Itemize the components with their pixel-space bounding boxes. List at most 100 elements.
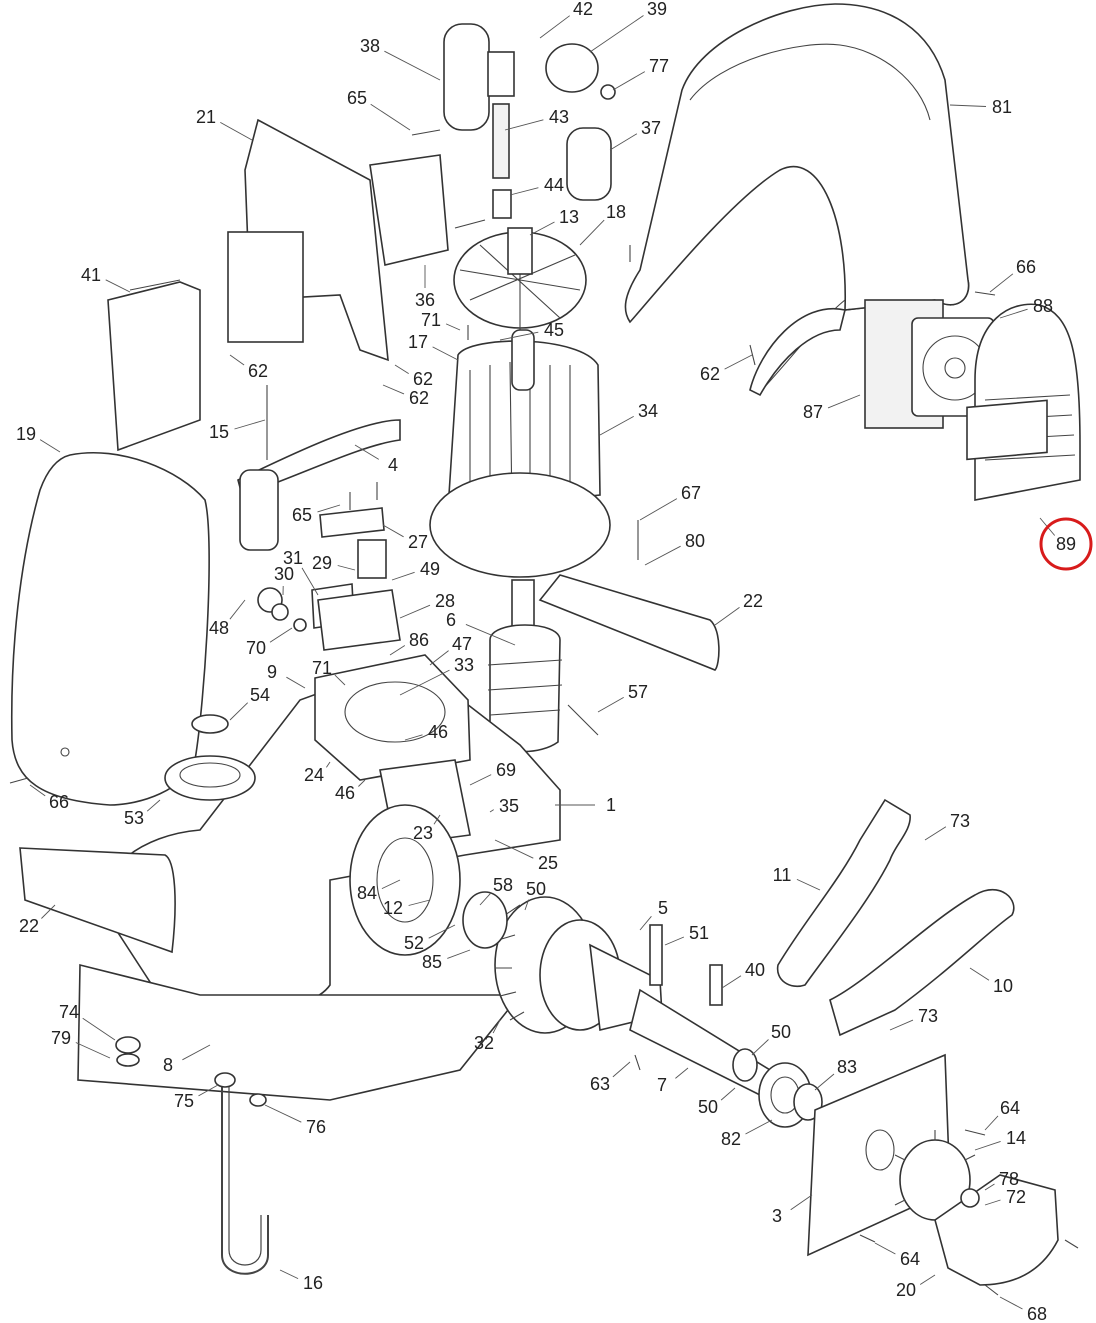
part-label-81: 81 [992,97,1012,117]
part-label-20: 20 [896,1280,916,1300]
leader-line [492,1019,501,1034]
leader-line [429,650,449,666]
leader-line [529,221,555,236]
part-label-7: 7 [657,1075,667,1095]
part-label-84: 84 [357,883,377,903]
part-label-12: 12 [383,898,403,918]
part-label-71: 71 [312,658,332,678]
part-label-46: 46 [335,783,355,803]
leader-line [229,599,246,620]
part-label-14: 14 [1006,1128,1026,1148]
leader-line [612,71,646,91]
part-label-27: 27 [408,532,428,552]
part-label-83: 83 [837,1057,857,1077]
part-label-67: 67 [681,483,701,503]
part-label-52: 52 [404,933,424,953]
leader-line [370,103,411,131]
leader-line [428,924,456,939]
leader-line [599,416,634,436]
leader-lines [29,15,1056,1310]
part-label-77: 77 [649,56,669,76]
leader-line [751,1039,769,1056]
leader-line [317,504,341,513]
part-label-16: 16 [303,1273,323,1293]
part-label-64: 64 [1000,1098,1020,1118]
leader-line [264,1104,302,1123]
part-label-18: 18 [606,202,626,222]
part-label-13: 13 [559,207,579,227]
leader-line [999,308,1028,319]
leader-line [220,122,253,141]
leader-line [105,279,131,293]
leader-line [433,814,441,825]
part-label-70: 70 [246,638,266,658]
part-label-50: 50 [698,1097,718,1117]
leader-line [469,774,492,786]
leader-line [974,1140,1001,1151]
part-label-85: 85 [422,952,442,972]
part-label-65: 65 [347,88,367,108]
leader-line [301,567,319,596]
part-label-74: 74 [59,1002,79,1022]
leader-line [984,1183,995,1191]
part-label-73: 73 [950,811,970,831]
part-label-66: 66 [1016,257,1036,277]
part-label-73: 73 [918,1006,938,1026]
leader-line [432,346,459,361]
leader-line [509,187,539,196]
leader-line [182,1044,211,1061]
leader-line [814,1073,835,1091]
part-label-35: 35 [499,796,519,816]
leader-line [919,1274,936,1285]
leader-line [827,394,861,409]
leader-line [39,439,61,453]
leader-line [399,669,450,696]
part-label-15: 15 [209,422,229,442]
leader-line [969,967,990,981]
leader-line [229,702,249,721]
leader-line [75,1042,111,1059]
leader-line [234,419,266,430]
part-label-25: 25 [538,853,558,873]
part-label-75: 75 [174,1091,194,1111]
part-label-44: 44 [544,175,564,195]
leader-line [499,331,539,341]
leader-line [579,219,605,246]
leader-line [354,444,380,460]
leader-line [337,565,356,571]
leader-line [989,273,1014,293]
part-label-87: 87 [803,402,823,422]
part-label-10: 10 [993,976,1013,996]
leader-line [714,607,740,626]
part-label-22: 22 [19,916,39,936]
leader-line [724,354,753,370]
part-label-22: 22 [743,591,763,611]
leader-line [445,323,461,331]
part-label-57: 57 [628,682,648,702]
leader-line [465,623,516,646]
leader-line [399,604,431,619]
leader-line [539,15,570,39]
leader-line [639,498,678,521]
leader-line [229,354,245,366]
leader-line [796,878,821,891]
part-label-3: 3 [772,1206,782,1226]
leader-line [489,809,494,813]
leader-line [504,119,544,131]
part-label-19: 19 [16,424,36,444]
leader-line [404,734,423,741]
part-label-30: 30 [274,564,294,584]
leader-line [612,1061,631,1078]
part-label-23: 23 [413,823,433,843]
leader-line [889,1019,914,1031]
part-label-47: 47 [452,634,472,654]
part-label-37: 37 [641,118,661,138]
part-label-46: 46 [428,722,448,742]
leader-line [382,384,405,395]
part-label-39: 39 [647,0,667,19]
leader-line [720,1087,736,1101]
leader-line [664,936,685,946]
part-label-62: 62 [409,388,429,408]
